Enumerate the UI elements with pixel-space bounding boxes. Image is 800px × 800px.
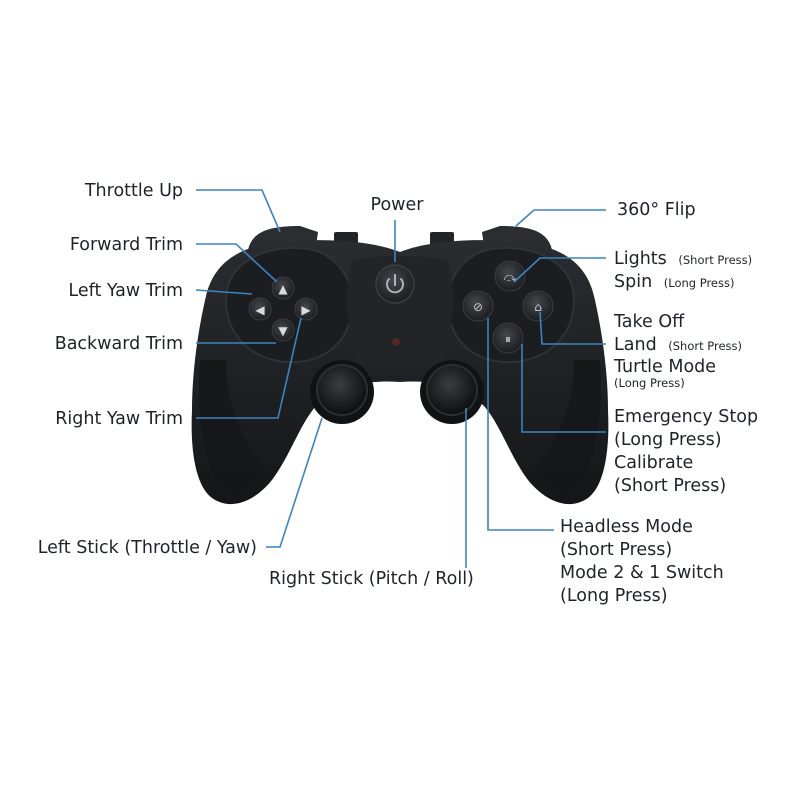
- label-headless-note: (Short Press): [560, 540, 672, 560]
- leader-left-yaw-trim: [195, 289, 253, 295]
- svg-text:Lights (Short Press): Lights (Short Press): [614, 249, 752, 269]
- dpad-down-button[interactable]: [271, 318, 295, 342]
- arrow-up-icon: ▲: [278, 282, 288, 296]
- dpad: ▲ ◀ ▶ ▼: [248, 276, 318, 342]
- leader-forward-trim: [196, 243, 278, 283]
- dpad-left-button[interactable]: [248, 297, 272, 321]
- label-emergency-stop: Emergency Stop: [614, 407, 758, 427]
- status-led: [392, 338, 400, 346]
- leader-lines: [195, 189, 606, 568]
- label-turtle-mode: Turtle Mode: [613, 357, 716, 377]
- svg-text:Spin (Long Press): Spin (Long Press): [614, 272, 734, 292]
- power-icon: [386, 274, 404, 294]
- leader-lights: [513, 257, 606, 283]
- pause-icon: ⏸: [505, 332, 511, 346]
- arrow-down-icon: ▼: [278, 324, 288, 338]
- flip-icon: ⤼: [504, 270, 517, 284]
- leader-throttle-up: [196, 189, 281, 233]
- label-calibrate-note: (Short Press): [614, 476, 726, 496]
- label-left-stick: Left Stick (Throttle / Yaw): [38, 538, 257, 558]
- lights-spin-button[interactable]: [494, 260, 526, 292]
- takeoff-land-button[interactable]: [522, 290, 554, 322]
- label-land: Land: [614, 335, 657, 355]
- leader-headless-mode: [487, 318, 554, 531]
- label-lights: Lights: [614, 249, 667, 269]
- label-forward-trim: Forward Trim: [70, 235, 183, 255]
- right-grip: [534, 360, 601, 494]
- leader-360-flip: [515, 209, 606, 227]
- drone-icon: ⌂: [534, 300, 542, 314]
- left-grip: [199, 360, 266, 494]
- gamepad: ▲ ◀ ▶ ▼ ⤼ ⌂ ⊘ ⏸: [191, 226, 609, 505]
- label-left-yaw-trim: Left Yaw Trim: [68, 281, 183, 301]
- label-headless-mode: Headless Mode: [560, 517, 693, 537]
- right-analog-stick[interactable]: [426, 364, 478, 416]
- center-panel: [347, 256, 453, 370]
- label-mode-switch: Mode 2 & 1 Switch: [560, 563, 724, 583]
- labels: Throttle Up Forward Trim Left Yaw Trim B…: [38, 181, 758, 606]
- leader-emergency-stop: [521, 344, 606, 433]
- label-emergency-note: (Long Press): [614, 430, 722, 450]
- label-360-flip: 360° Flip: [617, 200, 696, 220]
- label-turtle-note: (Long Press): [614, 376, 685, 390]
- label-land-note: (Short Press): [668, 339, 742, 353]
- svg-text:Land (Short Press): Land (Short Press): [614, 335, 742, 355]
- left-face-panel: [224, 246, 354, 364]
- left-analog-stick[interactable]: [316, 364, 368, 416]
- leader-right-yaw-trim: [196, 317, 302, 419]
- label-throttle-up: Throttle Up: [84, 181, 183, 201]
- label-power: Power: [371, 195, 425, 215]
- label-lights-note: (Short Press): [678, 253, 752, 267]
- dpad-right-button[interactable]: [294, 297, 318, 321]
- arrow-right-icon: ▶: [301, 303, 311, 317]
- label-take-off: Take Off: [613, 312, 685, 332]
- label-mode-switch-note: (Long Press): [560, 586, 668, 606]
- emergency-stop-button[interactable]: [492, 322, 524, 354]
- label-right-yaw-trim: Right Yaw Trim: [55, 409, 183, 429]
- label-backward-trim: Backward Trim: [55, 334, 183, 354]
- leader-takeoff-land: [539, 311, 606, 345]
- headless-mode-button[interactable]: [462, 290, 494, 322]
- label-spin: Spin: [614, 272, 652, 292]
- dpad-up-button[interactable]: [271, 276, 295, 300]
- leader-left-stick: [266, 417, 323, 548]
- label-calibrate: Calibrate: [614, 453, 693, 473]
- label-spin-note: (Long Press): [664, 276, 735, 290]
- headless-icon: ⊘: [473, 300, 483, 314]
- arrow-left-icon: ◀: [255, 303, 265, 317]
- label-right-stick: Right Stick (Pitch / Roll): [269, 569, 474, 589]
